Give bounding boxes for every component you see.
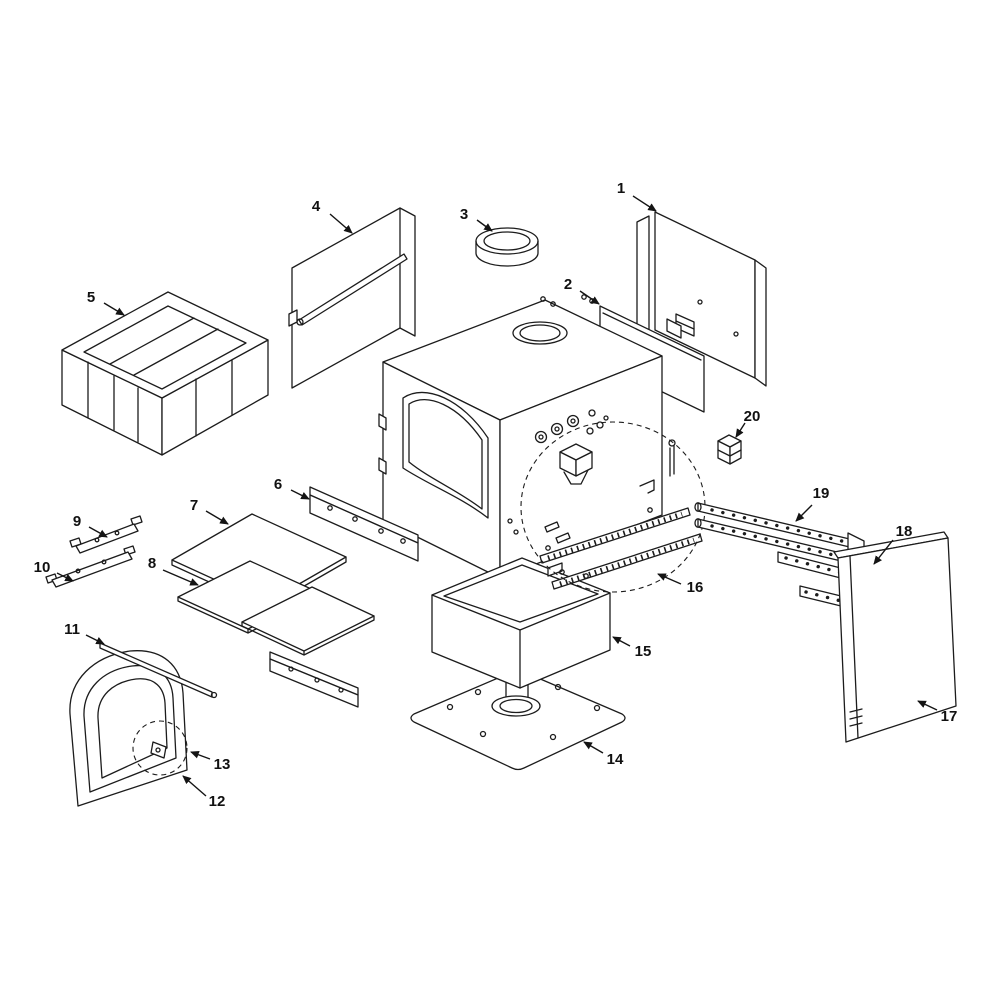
part-label-1: 1 (617, 180, 625, 197)
part-label-12: 12 (209, 793, 226, 810)
part-label-15: 15 (635, 643, 652, 660)
drawing-pedestal-box (431, 557, 611, 689)
leader-arrow-13 (190, 751, 211, 760)
leader-arrow-10 (56, 572, 74, 582)
drawing-door-assembly (69, 650, 188, 807)
callout-part-18: 18 (873, 523, 913, 565)
igniter-pin (668, 439, 676, 447)
part-label-13: 13 (214, 756, 231, 773)
leader-arrow-15 (612, 636, 631, 647)
callout-part-10: 10 (34, 559, 74, 582)
callout-part-14: 14 (583, 741, 624, 768)
part-label-7: 7 (190, 497, 198, 514)
callout-part-6: 6 (274, 476, 310, 500)
callout-part-2: 2 (564, 276, 600, 305)
callout-part-4: 4 (312, 198, 353, 234)
leader-arrow-17 (917, 700, 938, 711)
leader-arrow-4 (329, 213, 353, 234)
door-glass (97, 678, 168, 779)
leader-arrow-16 (657, 573, 682, 585)
leader-arrow-2 (579, 290, 600, 305)
part-label-3: 3 (460, 206, 468, 223)
leader-arrow-19 (795, 504, 813, 522)
door-latch-handle (150, 741, 167, 759)
leader-arrow-5 (103, 302, 125, 316)
part-label-20: 20 (744, 408, 761, 425)
drawing-trim-strip-lower (45, 545, 136, 588)
part-label-16: 16 (687, 579, 704, 596)
part-label-9: 9 (73, 513, 81, 530)
leader-arrow-7 (205, 510, 229, 525)
drawing-burner-hardware (520, 421, 706, 593)
drawing-firebrick-set (61, 291, 269, 456)
callout-part-12: 12 (182, 775, 226, 810)
drawing-front-trim-rail (309, 486, 419, 562)
part-label-6: 6 (274, 476, 282, 493)
callout-part-9: 9 (73, 513, 108, 538)
drawing-rear-panel (833, 531, 957, 743)
drawing-baffle-boards-small (177, 560, 375, 656)
leader-arrow-14 (583, 741, 604, 754)
leader-arrow-11 (85, 634, 105, 645)
callout-part-3: 3 (460, 206, 493, 232)
callout-part-7: 7 (190, 497, 229, 525)
drawing-left-side-panel (288, 207, 416, 389)
part-label-2: 2 (564, 276, 572, 293)
drawing-junction-box (717, 434, 742, 465)
part-label-8: 8 (148, 555, 156, 572)
drawing-base-plate-collar (491, 695, 541, 717)
callout-part-13: 13 (190, 751, 231, 773)
leader-arrow-9 (88, 526, 108, 538)
leader-arrow-6 (290, 489, 310, 500)
callout-part-11: 11 (64, 621, 105, 645)
drawing-latch-detail-circle (132, 720, 188, 776)
part-label-10: 10 (34, 559, 51, 576)
drawing-trim-strip-upper (69, 515, 143, 554)
leader-arrow-20 (735, 422, 746, 438)
part-label-19: 19 (813, 485, 830, 502)
leader-arrow-8 (162, 569, 199, 586)
drawing-door-gasket-rod (99, 642, 218, 699)
callout-part-8: 8 (148, 555, 199, 586)
part-label-11: 11 (64, 621, 80, 638)
drawing-flue-collar (475, 227, 539, 267)
part-label-14: 14 (607, 751, 624, 768)
callout-part-20: 20 (735, 408, 761, 438)
part-callouts: 1 2 3 4 5 6 7 8 (34, 180, 958, 810)
leader-arrow-18 (873, 539, 894, 565)
leader-arrow-3 (476, 219, 493, 232)
drawing-lower-trim-rail (269, 651, 359, 708)
callout-part-5: 5 (87, 289, 125, 316)
callout-part-17: 17 (917, 700, 958, 725)
door-opening (402, 391, 489, 519)
part-label-5: 5 (87, 289, 95, 306)
part-label-18: 18 (896, 523, 913, 540)
callout-part-19: 19 (795, 485, 830, 522)
callout-part-1: 1 (617, 180, 657, 212)
callout-part-15: 15 (612, 636, 652, 660)
leader-arrow-1 (632, 195, 657, 212)
flue-hole (512, 321, 568, 345)
callout-part-16: 16 (657, 573, 704, 596)
leader-arrow-12 (182, 775, 207, 797)
part-label-4: 4 (312, 198, 321, 215)
part-label-17: 17 (941, 708, 958, 725)
